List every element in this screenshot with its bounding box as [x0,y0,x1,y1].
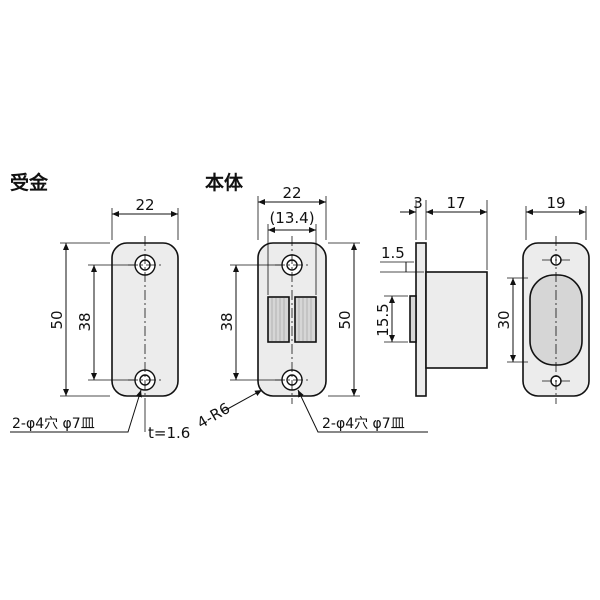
side-plate-label: 3 [413,194,423,212]
side-body [425,271,488,369]
end-view: 19 30 [495,194,590,404]
body-radius-label: 4-R6 [194,399,233,432]
receiver-title: 受金 [10,171,49,194]
body-width-label: 22 [282,184,301,202]
body-pitch-label: 38 [218,312,236,331]
latch-right [294,296,317,343]
end-height-label: 30 [495,310,513,329]
receiver-height-label: 50 [48,310,66,329]
body-inner-width-label: (13.4) [269,209,314,227]
end-width-label: 19 [546,194,565,212]
receiver-view: 22 50 38 2-φ4穴 φ7皿 t=1.6 [10,196,190,442]
side-view: 3 17 1.5 15.5 [374,194,488,397]
side-depth-label: 17 [446,194,465,212]
receiver-width-label: 22 [135,196,154,214]
side-plate [415,242,427,397]
side-offset-label: 1.5 [381,244,405,262]
body-holes-label: 2-φ4穴 φ7皿 [322,416,405,432]
receiver-pitch-label: 38 [76,312,94,331]
side-boss [409,295,417,343]
body-front-view: 22 (13.4) 38 50 4-R6 2-φ4穴 φ7皿 [194,184,428,433]
latch-left [267,296,290,343]
receiver-thickness-label: t=1.6 [148,424,190,442]
side-boss-label: 15.5 [374,303,392,336]
body-height-label: 50 [336,310,354,329]
receiver-holes-label: 2-φ4穴 φ7皿 [12,416,95,432]
body-title: 本体 [205,171,244,194]
